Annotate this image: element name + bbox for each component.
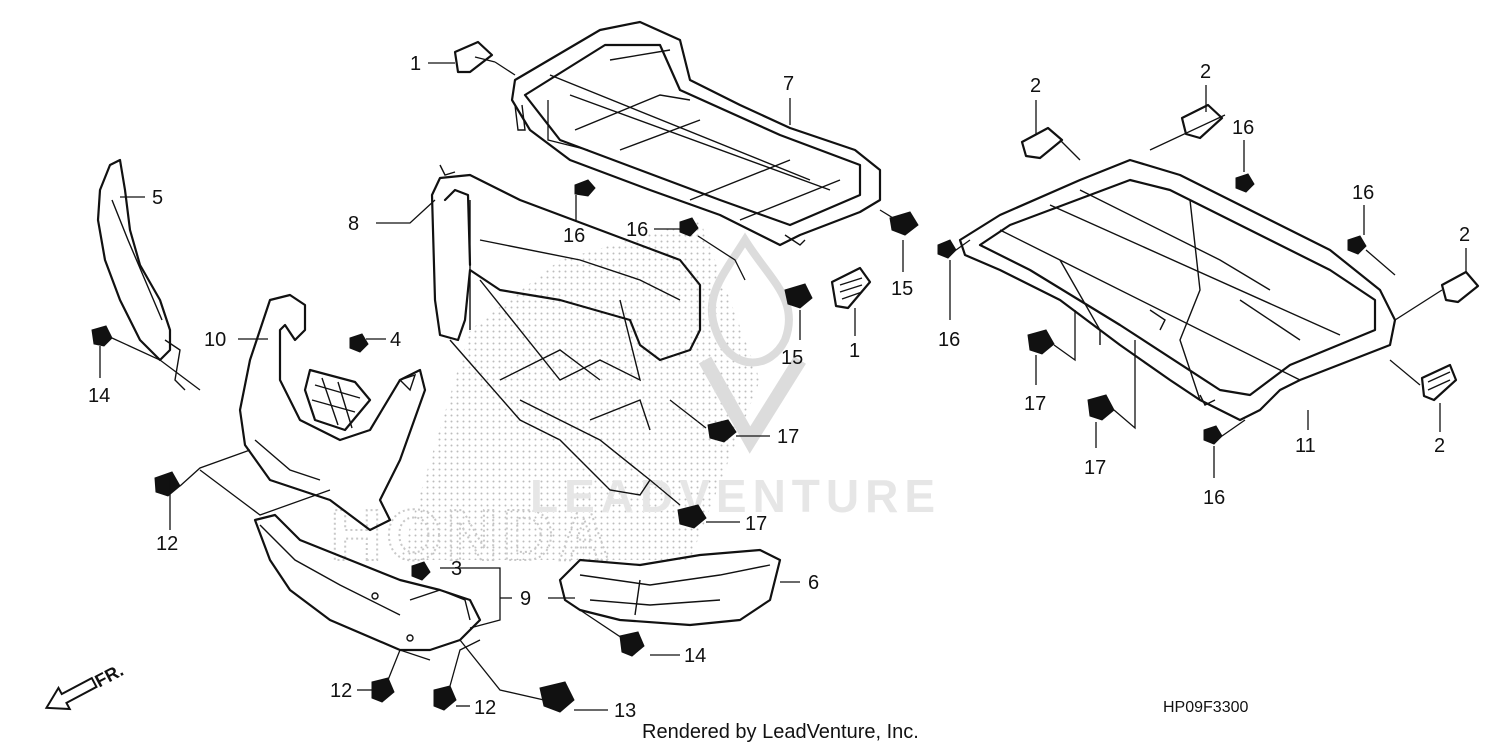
nut-16-a (574, 179, 596, 197)
callout-17: 17 (777, 426, 799, 448)
callout-3: 3 (451, 558, 462, 580)
callout-16: 16 (938, 329, 960, 351)
callout-1: 1 (410, 53, 421, 75)
callout-12: 12 (156, 533, 178, 555)
watermark-honda-wing (400, 220, 760, 560)
callout-17: 17 (745, 513, 767, 535)
callout-15: 15 (781, 347, 803, 369)
callout-7: 7 (783, 73, 794, 95)
fasteners (91, 173, 1367, 713)
nut-16-b (679, 217, 699, 237)
bolt-13 (539, 681, 575, 713)
callout-12: 12 (330, 680, 352, 702)
front-carrier-rack (510, 20, 882, 247)
callout-12: 12 (474, 697, 496, 719)
callout-5: 5 (152, 187, 163, 209)
bolt-15-a (889, 211, 919, 236)
callout-17: 17 (1024, 393, 1046, 415)
callout-16: 16 (626, 219, 648, 241)
pad-2-d (1420, 363, 1458, 402)
nut-3 (411, 561, 431, 581)
watermark-flame-icon (707, 232, 793, 367)
callout-2: 2 (1434, 435, 1445, 457)
front-direction-arrow: FR. (44, 660, 127, 711)
callout-15: 15 (891, 278, 913, 300)
bolt-12-a (154, 471, 181, 497)
watermark: HONDA LEADVENTURE (329, 220, 941, 577)
callout-9: 9 (520, 588, 531, 610)
front-bumper-guard (430, 164, 702, 496)
clip-14-a (91, 325, 113, 347)
callout-14: 14 (684, 645, 706, 667)
leader-lines (99, 61, 1467, 711)
arrow-left-icon (44, 676, 98, 711)
watermark-v-icon (698, 356, 806, 454)
callout-1: 1 (849, 340, 860, 362)
rear-carrier-rack (958, 158, 1397, 422)
callout-6: 6 (808, 572, 819, 594)
part-10-front-fender-bracket (238, 293, 427, 532)
callout-16: 16 (1203, 487, 1225, 509)
bolt-17-c (1027, 329, 1055, 355)
callout-10: 10 (204, 329, 226, 351)
watermark-honda-text: HONDA (330, 496, 614, 576)
pad-1-upper (453, 40, 496, 74)
bolt-12-c (433, 685, 457, 711)
bolt-17-b (677, 504, 707, 529)
callout-16: 16 (1352, 182, 1374, 204)
callout-16: 16 (1232, 117, 1254, 139)
nut-16-d (1235, 173, 1255, 193)
nut-16-c (937, 239, 957, 259)
callout-2: 2 (1459, 224, 1470, 246)
diagram-code: HP09F3300 (1163, 699, 1248, 716)
pad-2-b (1180, 103, 1224, 140)
bolt-12-b (371, 677, 395, 703)
bolt-17-d (1087, 394, 1115, 421)
nut-16-e (1347, 235, 1367, 255)
callout-17: 17 (1084, 457, 1106, 479)
clip-14-b (619, 631, 645, 657)
clip-4 (349, 333, 369, 353)
bolt-15-b (784, 283, 813, 309)
callouts: 1 1 2 2 2 2 3 4 5 6 7 8 9 10 11 12 12 12… (88, 53, 1470, 722)
callout-14: 14 (88, 385, 110, 407)
pad-2-a (1020, 126, 1064, 160)
callout-2: 2 (1200, 61, 1211, 83)
pad-1-lower (830, 266, 872, 310)
footer-credit: Rendered by LeadVenture, Inc. (642, 721, 919, 743)
pad-2-c (1440, 270, 1480, 304)
callout-4: 4 (390, 329, 401, 351)
nut-16-f (1203, 425, 1223, 445)
watermark-dealer-text: LEADVENTURE (530, 470, 941, 522)
part-6-side-cover (558, 548, 782, 627)
callout-13: 13 (614, 700, 636, 722)
bolt-17-a (707, 419, 737, 443)
callout-8: 8 (348, 213, 359, 235)
part-9-skid-plate (253, 513, 482, 652)
callout-11: 11 (1295, 435, 1316, 457)
callout-16: 16 (563, 225, 585, 247)
part-5-side-cover (96, 158, 186, 391)
callout-2: 2 (1030, 75, 1041, 97)
